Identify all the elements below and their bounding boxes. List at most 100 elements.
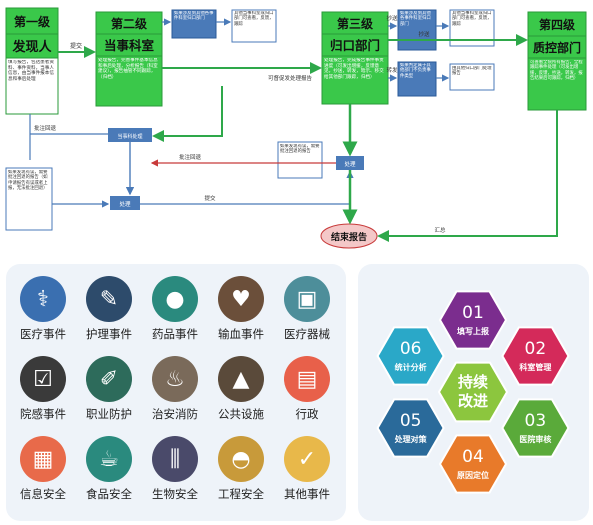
level2-title2: 当事科室 [104, 38, 155, 53]
cycle-step-01[interactable]: 01 填写上报 [438, 290, 508, 350]
extinguisher-icon: ♨ [152, 356, 198, 402]
category-label: 输血事件 [218, 327, 264, 341]
level2-title1: 第二级 [111, 16, 147, 31]
cycle-step-04[interactable]: 04 原因定位 [438, 434, 508, 494]
label-cc1: 抄送 [386, 14, 398, 22]
cycle-step-label: 原因定位 [457, 470, 489, 480]
level2-desc: 处理报告，完善事件基本信息和事后处理，分析报告（科室建议），报告抽管不同跟踪，（… [98, 58, 158, 80]
step-disposal1: 当事科处理 [108, 128, 152, 142]
category-1[interactable]: ⚕ 医疗事件 [10, 276, 76, 342]
category-label: 其他事件 [284, 487, 330, 501]
level2-box: 第二级 当事科室 处理报告，完善事件基本信息和事后处理，分析报告（科室建议），报… [95, 11, 163, 107]
level4-box: 第四级 质控部门 可查看全院所有报告，全程跟踪事件处理（可发出增援，反馈，抄送，… [527, 11, 587, 111]
blood-bag-icon: ♥ [218, 276, 264, 322]
category-8[interactable]: ♨ 治安消防 [142, 356, 208, 422]
helmet-icon: ◓ [218, 436, 264, 482]
test-tubes-icon: ⫼ [152, 436, 198, 482]
level3-desc: 处理报告，完成报告事件事责进度（可发出增援，反馈意见，抄送，转发，暗示、移交给其… [324, 58, 384, 80]
level1-desc: 填写报告，包括患者资料、事件资料，当事人信息，由当事件报本信息和事后处理 [8, 60, 54, 82]
cycle-step-number: 02 [525, 339, 547, 359]
level4-title1: 第四级 [539, 17, 575, 32]
category-label: 护理事件 [86, 327, 132, 341]
cycle-step-label: 填写上报 [457, 326, 489, 336]
step-process1: 处理 [110, 196, 140, 210]
browser-icon: ▦ [20, 436, 66, 482]
category-14[interactable]: ◓ 工程安全 [208, 436, 274, 502]
step-process2: 处理 [336, 156, 364, 170]
category-5[interactable]: ▣ 医疗器械 [274, 276, 340, 342]
cycle-step-05[interactable]: 05 处理对策 [376, 398, 445, 458]
svg-text:结束报告: 结束报告 [331, 231, 367, 243]
label-transfer: 转发 [386, 66, 398, 74]
category-6[interactable]: ☑ 院感事件 [10, 356, 76, 422]
checklist-icon: ☑ [20, 356, 66, 402]
cycle-step-number: 05 [400, 411, 422, 431]
category-label: 医疗器械 [284, 327, 330, 341]
category-label: 行政 [295, 407, 319, 421]
category-10[interactable]: ▤ 行政 [274, 356, 340, 422]
level3-title1: 第三级 [337, 16, 373, 31]
svg-text:当事科处理: 当事科处理 [117, 133, 142, 140]
category-12[interactable]: ☕ 食品安全 [76, 436, 142, 502]
category-label: 医疗事件 [20, 327, 66, 341]
level1-box: 第一级 发现人 填写报告，包括患者资料、事件资料，当事人信息，由当事件报本信息和… [5, 7, 59, 115]
category-label: 工程安全 [218, 487, 264, 501]
level4-desc: 可查看全院所有报告，全程跟踪事件处理（可发出增援，反馈，抄送，转发，报告结果后可… [530, 60, 583, 82]
category-label: 职业防护 [86, 407, 132, 421]
clipboard-icon: ✓ [284, 436, 330, 482]
svg-text:处理: 处理 [344, 160, 356, 168]
cycle-step-number: 01 [462, 303, 484, 323]
category-label: 院感事件 [20, 407, 66, 421]
cycle-step-label: 医院审核 [519, 434, 551, 444]
category-15[interactable]: ✓ 其他事件 [274, 436, 340, 502]
cycle-step-03[interactable]: 03 医院审核 [501, 398, 570, 458]
cycle-step-label: 统计分析 [395, 362, 427, 372]
category-11[interactable]: ▦信息安全 [10, 436, 76, 502]
level3-box: 第三级 归口部门 处理报告，完成报告事件事责进度（可发出增援，反馈意见，抄送，转… [321, 11, 389, 105]
category-label: 公共设施 [218, 407, 264, 421]
cone-icon: ▲ [218, 356, 264, 402]
cycle-step-label: 科室管理 [519, 362, 551, 372]
cycle-center1: 持续 [458, 373, 488, 391]
syringe-icon: ✎ [86, 276, 132, 322]
category-13[interactable]: ⫼生物安全 [142, 436, 208, 502]
label-cc2: 抄送 [418, 30, 430, 38]
flow-diagram: 第一级 发现人 填写报告，包括患者资料、事件资料，当事人信息，由当事件报本信息和… [5, 7, 587, 249]
cycle-panel: 持续改进 01 填写上报 02 科室管理 03 医院审核 04 原因定位 05 处理对策 06 统计分析 [358, 264, 589, 521]
cycle-step-number: 06 [400, 339, 422, 359]
category-2[interactable]: ✎ 护理事件 [76, 276, 142, 342]
stethoscope-icon: ⚕ [20, 276, 66, 322]
cycle-step-number: 03 [525, 411, 547, 431]
id-card-icon: ▤ [284, 356, 330, 402]
category-9[interactable]: ▲ 公共设施 [208, 356, 274, 422]
category-3[interactable]: ● 药品事件 [142, 276, 208, 342]
category-4[interactable]: ♥ 输血事件 [208, 276, 274, 342]
pills-icon: ● [152, 276, 198, 322]
note-mid-right: 如果判定属于其他部门不负责事件类型 由其他归口部门处理报告 [397, 61, 495, 97]
category-7[interactable]: ✐职业防护 [76, 356, 142, 422]
device-icon: ▣ [284, 276, 330, 322]
end-report: 结束报告 [320, 223, 378, 249]
svg-text:处理: 处理 [119, 200, 131, 208]
cycle-step-number: 04 [462, 447, 484, 467]
label-reject2: 批注回退 [179, 153, 202, 161]
category-label: 治安消防 [152, 407, 198, 421]
cycle-center2: 改进 [458, 392, 488, 410]
cycle-step-02[interactable]: 02 科室管理 [501, 326, 570, 386]
label-submit2: 提交 [204, 194, 216, 202]
category-label: 食品安全 [86, 487, 132, 501]
cycle-step-label: 处理对策 [394, 434, 428, 444]
level1-title1: 第一级 [14, 14, 50, 29]
cup-icon: ☕ [86, 436, 132, 482]
note-top-mid: 如果涉及到其他各事件科室归口部门 其他当事科室或归口部门可查看，反馈，跟踪 [171, 9, 277, 43]
cycle-step-06[interactable]: 06 统计分析 [376, 326, 445, 386]
category-panel: ⚕ 医疗事件 ✎ 护理事件 ● 药品事件 ♥ 输血事件 ▣ 医疗器械 ☑ 院感事件 ✐职业防护♨ 治安消防… [6, 264, 346, 521]
note-mid: 如果发现有误，需要批注回退的报告 [277, 141, 323, 179]
category-label: 药品事件 [152, 327, 198, 341]
note-top-right: 如果涉及到其他各事件科室归口部门 其他当事科室或归口部门可查看，反馈，跟踪 [397, 9, 495, 51]
label-reject1: 批注回退 [34, 124, 57, 132]
label-submit: 提交 [70, 42, 82, 50]
level4-title2: 质控部门 [533, 40, 581, 55]
